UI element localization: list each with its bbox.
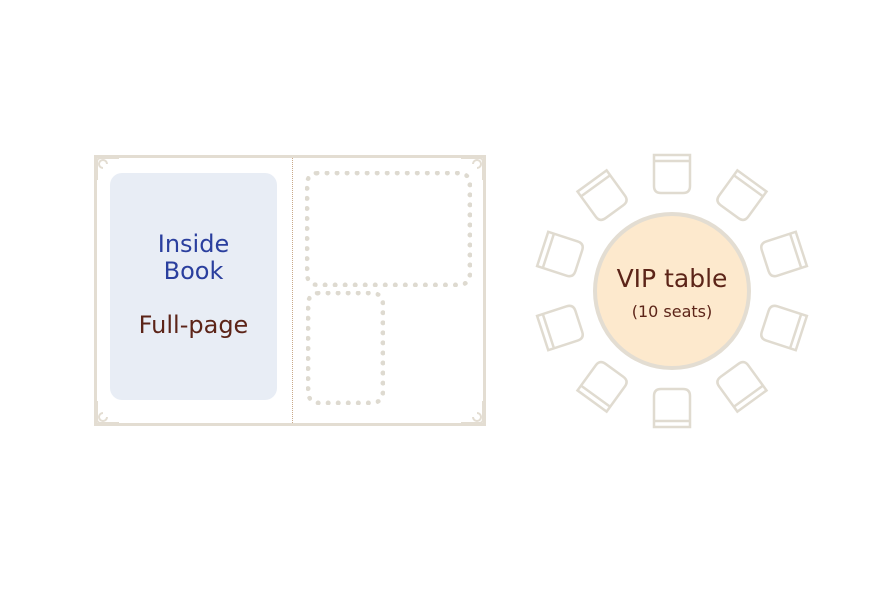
chair-icon: [575, 360, 628, 414]
ornament-corner-icon: [96, 157, 119, 180]
photo-slot-portrait: [306, 291, 385, 405]
vip-round-table: VIP table (10 seats): [593, 212, 751, 370]
ornament-corner-icon: [96, 401, 119, 424]
chair-icon: [716, 360, 769, 414]
chair-icon: [535, 230, 584, 278]
ornament-corner-icon: [461, 401, 484, 424]
ornament-corner-icon: [461, 157, 484, 180]
chair-icon: [652, 153, 692, 195]
chair-icon: [760, 304, 809, 352]
chair-icon: [760, 230, 809, 278]
full-page-label: Full-page: [138, 311, 249, 339]
chair-icon: [535, 304, 584, 352]
title-line-2: Book: [163, 257, 224, 285]
chair-icon: [575, 168, 628, 222]
book-spread-frame: [94, 155, 486, 426]
photo-slot-landscape: [305, 171, 472, 287]
inside-book-label: Inside Book: [110, 231, 277, 285]
full-page-panel: Inside Book Full-page: [110, 173, 277, 400]
table-name: VIP table: [616, 264, 728, 293]
chair-icon: [716, 168, 769, 222]
table-seat-count: (10 seats): [631, 302, 713, 321]
spine-divider: [292, 158, 293, 423]
title-line-1: Inside: [157, 230, 230, 258]
chair-icon: [652, 387, 692, 429]
